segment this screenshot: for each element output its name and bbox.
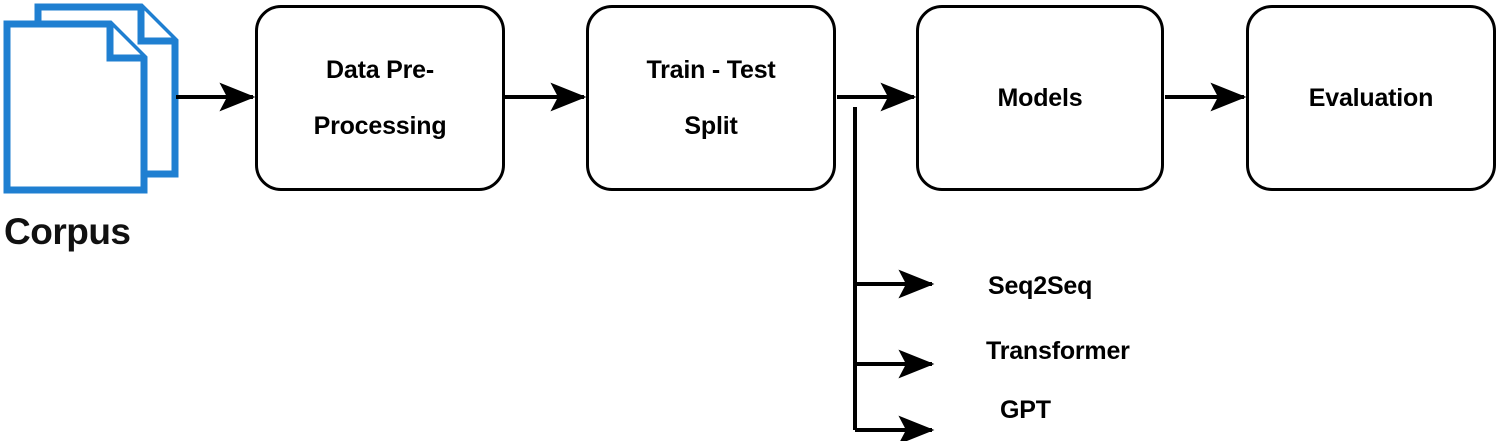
stage-label-split-line-1: Train - Test [646,55,776,84]
stage-label-preprocessing-line-2: Processing [313,112,447,140]
stage-label-evaluation: Evaluation [1308,83,1434,112]
documents-stack-icon [3,3,179,194]
stage-box-evaluation[interactable]: Evaluation [1246,5,1496,191]
branch-label-seq2seq: Seq2Seq [988,272,1093,300]
stage-label-models: Models [997,83,1083,112]
stage-label-split-line-2: Split [684,112,738,140]
stage-box-split[interactable]: Train - Test Split [586,5,836,191]
corpus-label: Corpus [4,211,131,252]
branch-label-transformer: Transformer [986,337,1130,365]
stage-box-preprocessing[interactable]: Data Pre- Processing [255,5,505,191]
stage-box-models[interactable]: Models [916,5,1164,191]
branch-label-gpt: GPT [1000,396,1051,424]
stage-label-preprocessing-line-1: Data Pre- [326,55,434,84]
